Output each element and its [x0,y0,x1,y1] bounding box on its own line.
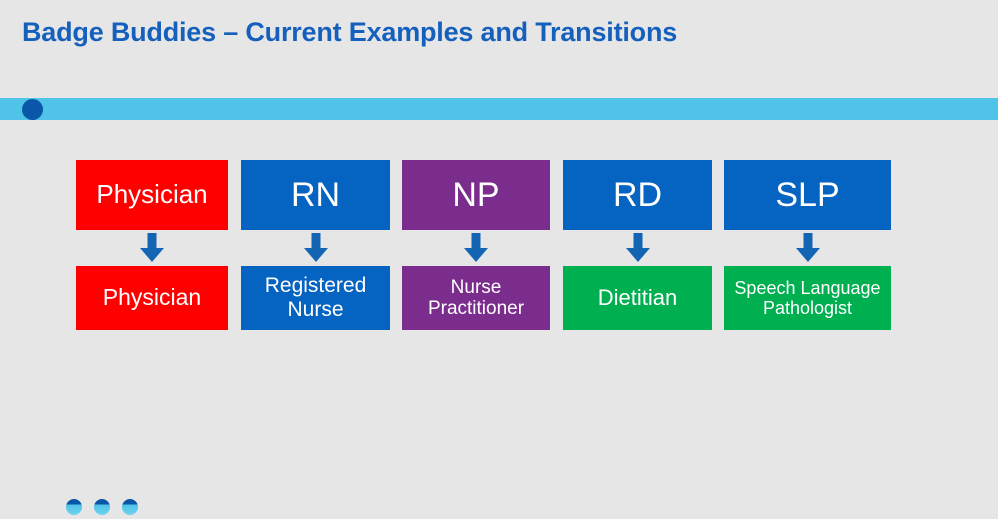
page-title: Badge Buddies – Current Examples and Tra… [22,17,678,47]
full-title-box[interactable]: Nurse Practitioner [402,266,550,330]
footer-dot-icon [94,499,110,515]
abbreviation-box[interactable]: NP [402,160,550,230]
accent-dot-icon [22,99,43,120]
down-arrow-icon [464,233,488,262]
footer-dots [66,499,186,519]
abbreviation-box[interactable]: SLP [724,160,891,230]
accent-bar [0,98,998,120]
down-arrow-icon [303,233,328,262]
diagram-column: RN Registered Nurse [241,160,390,330]
full-title-box[interactable]: Dietitian [563,266,712,330]
full-title-box[interactable]: Physician [76,266,228,330]
diagram-column: RD Dietitian [563,160,712,330]
abbreviation-box[interactable]: Physician [76,160,228,230]
transition-arrow [724,230,891,266]
footer-dot-icon [122,499,138,515]
down-arrow-icon [140,233,164,262]
diagram-column: SLP Speech Language Pathologist [724,160,891,330]
full-title-box[interactable]: Registered Nurse [241,266,390,330]
abbreviation-box[interactable]: RN [241,160,390,230]
footer-dot-icon [66,499,82,515]
transition-arrow [241,230,390,266]
full-title-box[interactable]: Speech Language Pathologist [724,266,891,330]
diagram-column: NP Nurse Practitioner [402,160,550,330]
down-arrow-icon [625,233,650,262]
abbreviation-box[interactable]: RD [563,160,712,230]
transition-arrow [76,230,228,266]
transition-arrow [563,230,712,266]
down-arrow-icon [795,233,820,262]
transition-arrow [402,230,550,266]
